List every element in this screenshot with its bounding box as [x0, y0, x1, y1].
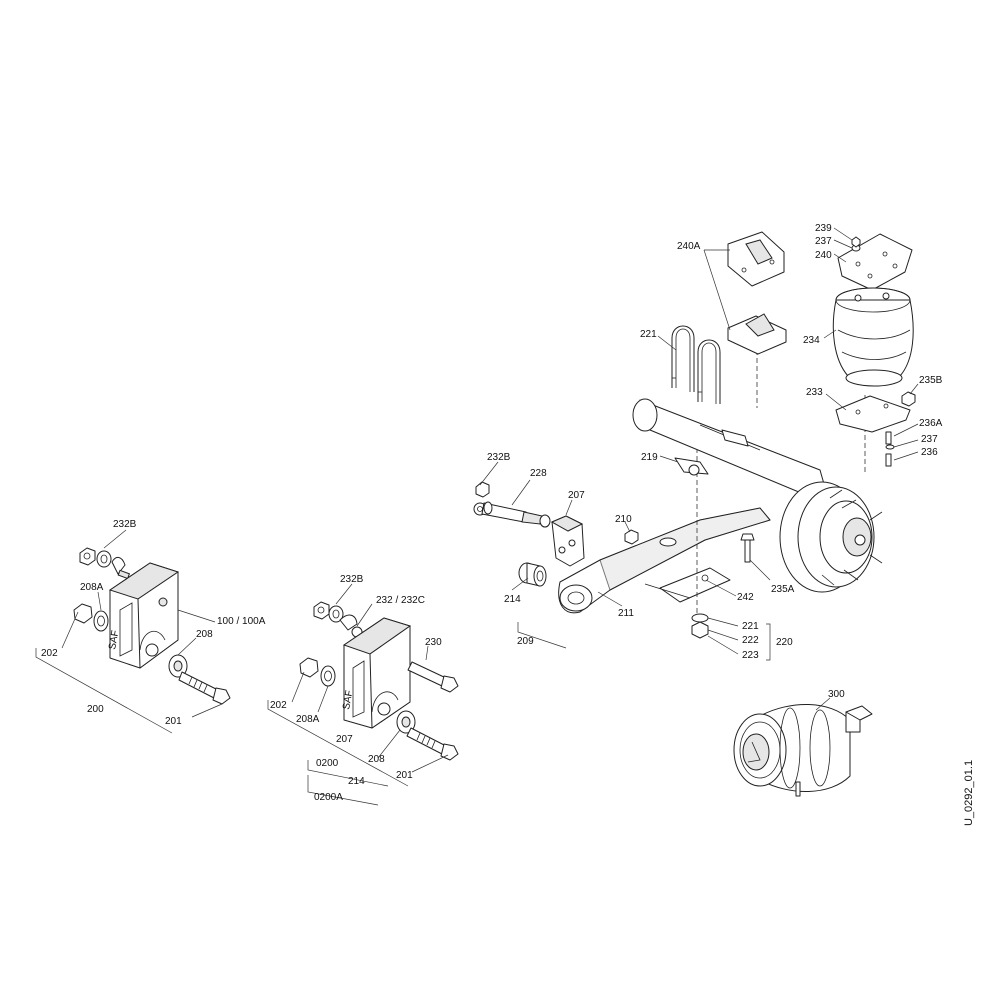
label-242: 242: [737, 592, 754, 603]
clamp-219: [674, 457, 709, 476]
label-235b: 235B: [919, 375, 943, 386]
label-240a: 240A: [677, 241, 701, 252]
brake-chamber-300: [733, 697, 873, 797]
bolt-201-mid: [406, 727, 459, 761]
label-223: 223: [742, 650, 759, 661]
label-201-mid: 201: [396, 770, 413, 781]
svg-text:SAF: SAF: [107, 629, 121, 650]
bolt-230: [407, 661, 459, 693]
bolt-201-left: [178, 671, 231, 705]
nut-232b-left: [79, 547, 131, 580]
label-236a: 236A: [919, 418, 943, 429]
label-239: 239: [815, 223, 832, 234]
bush-214-right: [518, 562, 547, 587]
label-0200: 0200: [316, 758, 339, 769]
label-221-bot: 221: [742, 621, 759, 632]
bolt-235a: [740, 533, 755, 563]
label-211: 211: [618, 608, 634, 619]
label-234: 234: [803, 335, 820, 346]
hanger-bracket-100: SAF: [107, 562, 180, 669]
label-232b-left: 232B: [113, 519, 137, 530]
label-232-232c: 232 / 232C: [376, 595, 425, 606]
label-208-left: 208: [196, 629, 213, 640]
label-201-left: 201: [165, 716, 182, 727]
label-209: 209: [517, 636, 534, 647]
label-214-mid: 214: [348, 776, 365, 787]
nut-202-left: [73, 603, 109, 632]
label-237-mid: 237: [921, 434, 938, 445]
trailing-arm-211: [558, 507, 771, 614]
label-240: 240: [815, 250, 832, 261]
plate-242: [644, 567, 731, 603]
label-236: 236: [921, 447, 938, 458]
label-214-right: 214: [504, 594, 521, 605]
saddle-240a: [727, 231, 787, 355]
label-230: 230: [425, 637, 442, 648]
label-207-right: 207: [568, 490, 585, 501]
label-300: 300: [828, 689, 845, 700]
callout-labels: 232B 208A 100 / 100A 202 208 200 201 232…: [41, 223, 943, 803]
label-232b-mid: 232B: [340, 574, 364, 585]
bracket-assembly-middle: SAF: [267, 583, 459, 806]
label-202-left: 202: [41, 648, 58, 659]
washer-208-mid: [396, 710, 416, 734]
drawing-code: U_0292_01.1: [963, 760, 975, 826]
brake-hub: [779, 481, 883, 593]
label-208a-left: 208A: [80, 582, 104, 593]
label-222: 222: [742, 635, 759, 646]
label-208a-mid: 208A: [296, 714, 320, 725]
label-228: 228: [530, 468, 547, 479]
svg-text:SAF: SAF: [341, 689, 355, 710]
label-235a: 235A: [771, 584, 795, 595]
label-200: 200: [87, 704, 104, 715]
air-spring-234: [832, 287, 914, 387]
label-100-100a: 100 / 100A: [217, 616, 266, 627]
fasteners-235b-236: [885, 391, 916, 467]
axle-assembly: [632, 227, 919, 661]
nut-210: [624, 529, 639, 545]
label-219: 219: [641, 452, 658, 463]
label-210: 210: [615, 514, 632, 525]
hanger-bracket-207-right: [550, 515, 585, 567]
nut-202-mid: [299, 657, 336, 687]
u-bolt-221: [671, 325, 721, 404]
fasteners-220: [691, 613, 709, 639]
label-237-top: 237: [815, 236, 832, 247]
nut-232b-mid: [313, 601, 363, 638]
suspension-arm-assembly: [473, 461, 771, 649]
base-plate-233: [835, 395, 911, 433]
shock-absorber-228: [473, 481, 551, 528]
top-plate-240: [837, 233, 913, 291]
label-202-mid: 202: [270, 700, 287, 711]
label-0200a: 0200A: [314, 792, 343, 803]
label-208-mid: 208: [368, 754, 385, 765]
label-207-mid: 207: [336, 734, 353, 745]
label-221-top: 221: [640, 329, 657, 340]
hanger-bracket-207: SAF: [341, 617, 412, 729]
label-232b-right: 232B: [487, 452, 511, 463]
label-220: 220: [776, 637, 793, 648]
bracket-assembly-left: SAF: [35, 529, 231, 734]
label-233: 233: [806, 387, 823, 398]
